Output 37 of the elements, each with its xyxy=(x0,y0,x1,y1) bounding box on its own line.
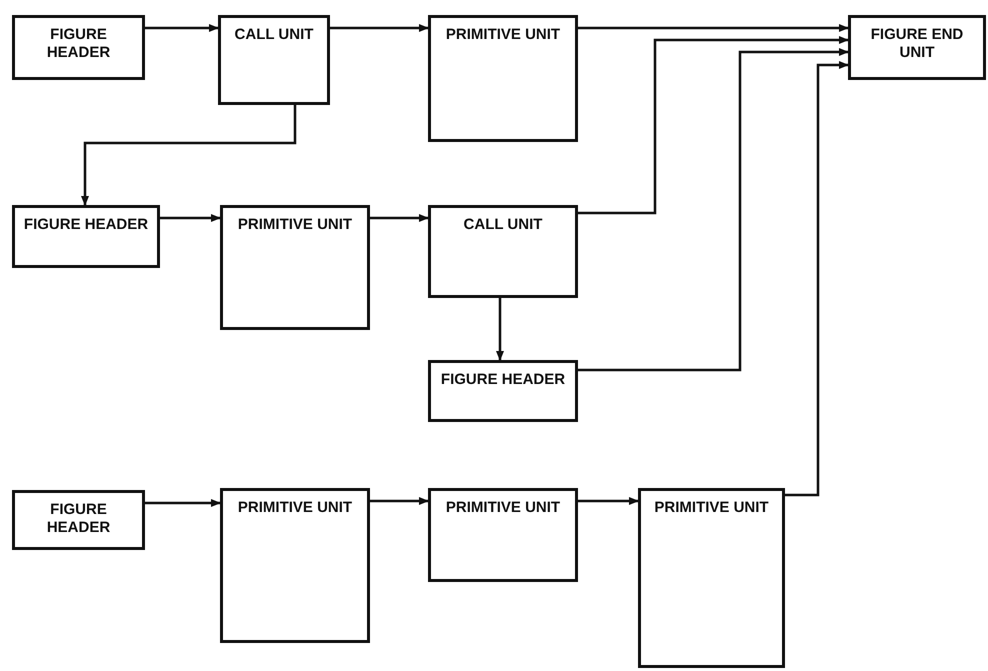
box-label: PRIMITIVE UNIT xyxy=(238,216,352,234)
arrow xyxy=(160,214,221,222)
arrow xyxy=(578,48,849,372)
arrow xyxy=(330,24,429,32)
box-label: FIGURE END UNIT xyxy=(870,26,964,62)
arrow xyxy=(496,298,504,361)
arrow xyxy=(785,61,849,496)
process-box xyxy=(12,205,160,268)
box-label: PRIMITIVE UNIT xyxy=(238,499,352,517)
box-label: PRIMITIVE UNIT xyxy=(446,499,560,517)
box-label: PRIMITIVE UNIT xyxy=(446,26,560,44)
process-box xyxy=(428,360,578,422)
box-label: FIGURE HEADER xyxy=(46,501,112,537)
process-box xyxy=(12,490,145,550)
process-box xyxy=(428,205,578,298)
process-box xyxy=(12,15,145,80)
arrow xyxy=(578,497,639,505)
box-label: FIGURE HEADER xyxy=(24,216,148,234)
box-label: CALL UNIT xyxy=(234,26,314,44)
box-label: PRIMITIVE UNIT xyxy=(654,499,769,517)
box-label: FIGURE HEADER xyxy=(440,371,566,389)
arrow xyxy=(578,36,849,214)
arrow xyxy=(370,497,429,505)
process-box xyxy=(638,488,785,668)
process-box xyxy=(848,15,986,80)
arrow xyxy=(145,24,219,32)
process-box xyxy=(220,205,370,330)
process-box xyxy=(428,15,578,142)
box-label: CALL UNIT xyxy=(464,216,542,234)
process-box xyxy=(218,15,330,105)
arrow xyxy=(81,105,296,206)
box-label: FIGURE HEADER xyxy=(46,26,112,62)
arrow xyxy=(370,214,429,222)
process-box xyxy=(428,488,578,582)
arrow xyxy=(578,24,849,32)
arrow xyxy=(145,499,221,507)
process-box xyxy=(220,488,370,643)
